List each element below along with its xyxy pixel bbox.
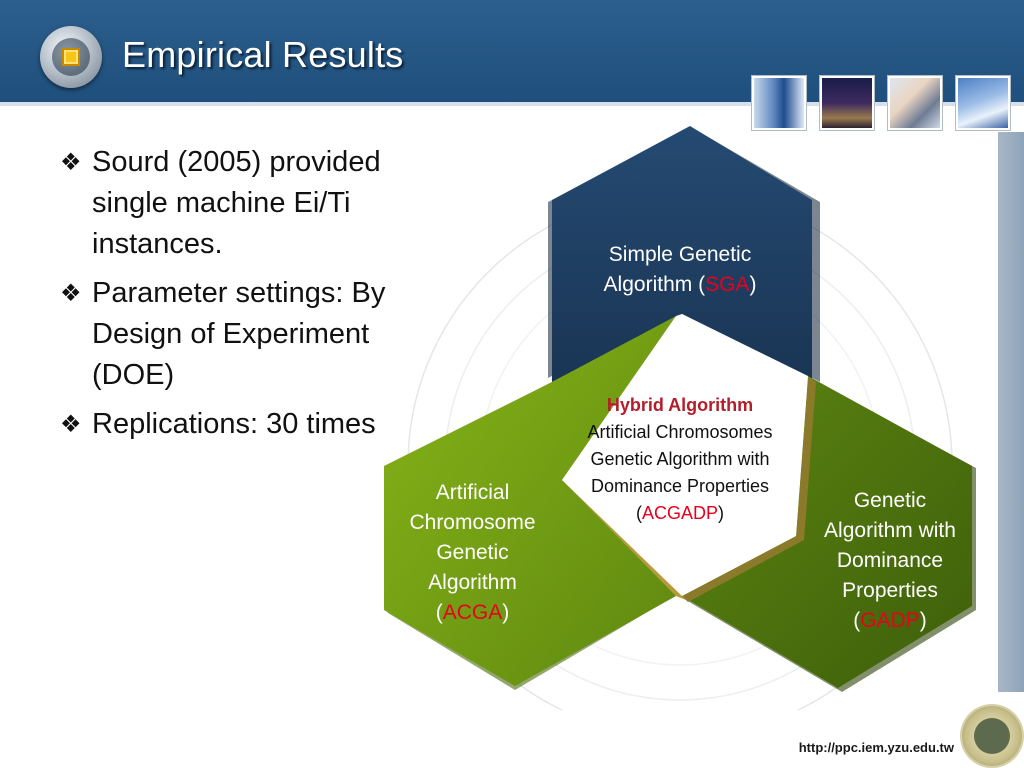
diamond-bullet-icon: ❖ — [60, 411, 82, 438]
sga-label-prefix: Algorithm ( — [603, 273, 706, 296]
hybrid-label-suffix: ) — [718, 503, 725, 523]
hybrid-label-line2: Genetic Algorithm with — [590, 449, 770, 469]
bullet-text: Parameter settings: By Design of Experim… — [92, 277, 386, 391]
logo-orb-inner — [52, 38, 90, 76]
gadp-label-line3: Dominance — [836, 549, 944, 572]
photo-thumbnail-person-phone — [888, 76, 942, 130]
gadp-label-line4: Properties — [842, 579, 938, 602]
hybrid-label-line4: (ACGADP) — [555, 500, 805, 527]
hybrid-label-prefix: ( — [635, 503, 642, 523]
gadp-label-line2: Algorithm with — [824, 519, 956, 542]
diamond-bullet-icon: ❖ — [60, 280, 82, 307]
gadp-label-line1: Genetic — [853, 489, 927, 512]
logo-orb-icon — [40, 26, 102, 88]
bullet-item-parameters: ❖ Parameter settings: By Design of Exper… — [60, 273, 405, 396]
sga-label-suffix: ) — [749, 273, 757, 296]
photo-thumbnail-city-night — [820, 76, 874, 130]
slide-title: Empirical Results — [122, 34, 404, 75]
hybrid-label-line1: Artificial Chromosomes — [587, 422, 773, 442]
sga-label: Simple Genetic Algorithm (SGA) — [560, 240, 800, 300]
gadp-abbr: GADP — [860, 609, 920, 632]
acga-label-line1: Artificial — [435, 481, 510, 504]
university-seal-inner — [974, 718, 1010, 754]
bullet-item-replications: ❖ Replications: 30 times — [60, 404, 405, 445]
footer-url: http://ppc.iem.yzu.edu.tw — [798, 740, 954, 755]
sga-hexagon-shape — [552, 126, 812, 382]
photo-thumbnail-skyscraper — [956, 76, 1010, 130]
bullet-text: Sourd (2005) provided single machine Ei/… — [92, 146, 381, 260]
acga-label: Artificial Chromosome Genetic Algorithm … — [390, 478, 555, 628]
photo-thumbnail-building — [752, 76, 806, 130]
diagram-shapes — [384, 126, 976, 710]
bullet-list: ❖ Sourd (2005) provided single machine E… — [60, 142, 405, 453]
acga-abbr: ACGA — [442, 601, 503, 624]
gadp-hexagon-shape — [682, 376, 972, 688]
hybrid-label-line3: Dominance Properties — [590, 476, 770, 496]
acga-label-line3: Genetic — [436, 541, 509, 564]
acga-label-line2: Chromosome — [409, 511, 536, 534]
diamond-bullet-icon: ❖ — [60, 149, 82, 176]
bullet-item-dataset: ❖ Sourd (2005) provided single machine E… — [60, 142, 405, 265]
acga-label-suffix: ) — [502, 601, 510, 624]
header-divider — [0, 102, 1024, 106]
acga-label-line5: (ACGA) — [390, 598, 555, 628]
right-side-bar — [998, 132, 1024, 692]
acga-hexagon-shape — [384, 316, 676, 686]
sga-label-line1: Simple Genetic — [608, 243, 752, 266]
hybrid-label: Hybrid Algorithm Artificial Chromosomes … — [555, 392, 805, 527]
gadp-label-suffix: ) — [919, 609, 927, 632]
hybrid-algorithm-diagram: Simple Genetic Algorithm (SGA) Artificia… — [380, 120, 1000, 710]
acga-label-prefix: ( — [435, 601, 443, 624]
logo-square-icon — [62, 48, 80, 66]
acgadp-abbr: ACGADP — [641, 503, 719, 523]
sga-label-line2: Algorithm (SGA) — [560, 270, 800, 300]
gadp-gold-edge — [682, 376, 816, 602]
gadp-label: Genetic Algorithm with Dominance Propert… — [800, 486, 980, 636]
hybrid-title: Hybrid Algorithm — [606, 395, 754, 415]
acga-label-line4: Algorithm — [428, 571, 517, 594]
sga-abbr: SGA — [705, 273, 750, 296]
bullet-text: Replications: 30 times — [92, 408, 376, 440]
gadp-label-line5: (GADP) — [800, 606, 980, 636]
gadp-label-prefix: ( — [853, 609, 861, 632]
hybrid-center-shape — [562, 314, 808, 596]
university-seal-icon — [962, 706, 1022, 766]
